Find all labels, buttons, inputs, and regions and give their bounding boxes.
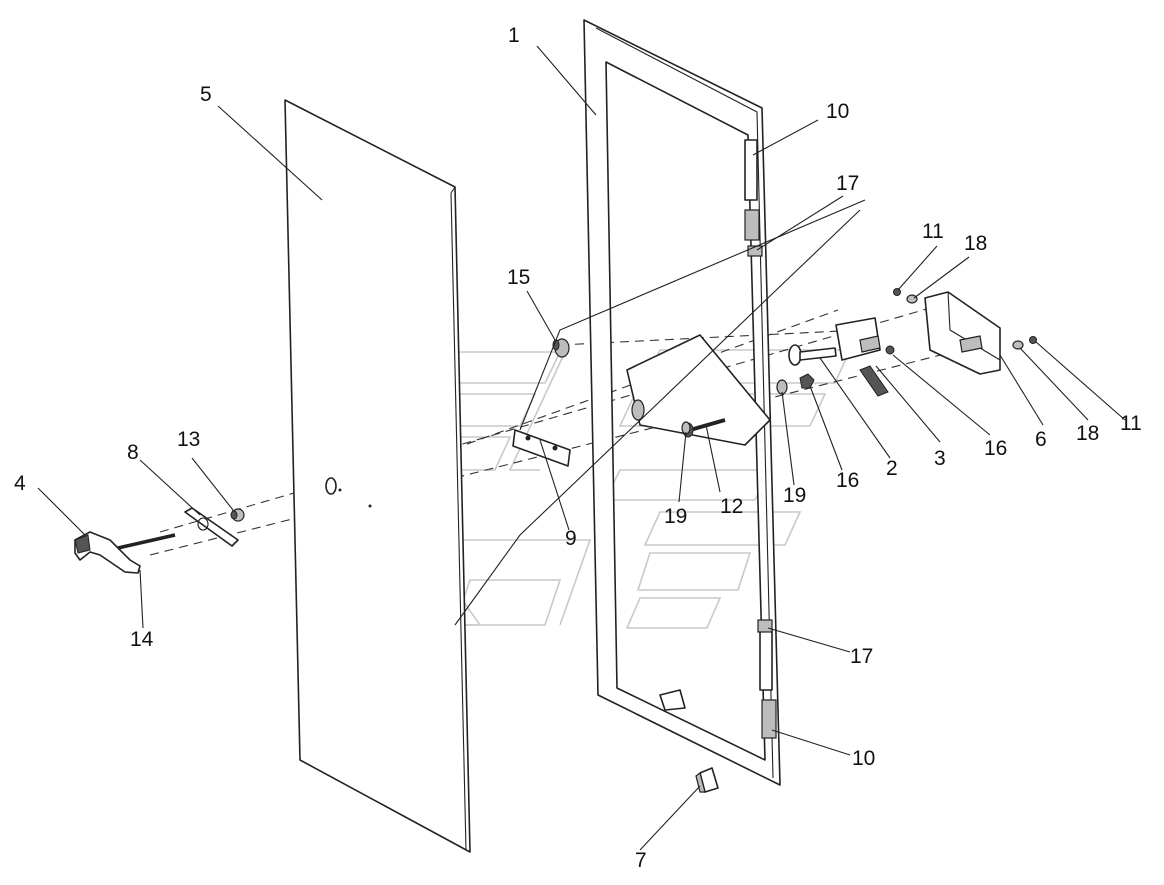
outside-handle (74, 531, 141, 574)
callout-19-left: 19 (664, 505, 687, 528)
callout-4: 4 (14, 472, 26, 495)
callout-11-lower: 11 (1120, 412, 1142, 435)
callout-5: 5 (200, 83, 212, 106)
callout-9: 9 (565, 527, 577, 550)
callout-8: 8 (127, 441, 139, 464)
outside-handle-plate (184, 507, 239, 547)
callout-2: 2 (886, 457, 898, 480)
callout-18-lower: 18 (1076, 422, 1099, 445)
callout-10-upper: 10 (826, 100, 849, 123)
handle-cylinder (230, 508, 245, 522)
callout-14: 14 (130, 628, 154, 651)
lock-strap-plate (512, 429, 571, 467)
lock-cover (924, 291, 1001, 375)
callout-17-lower: 17 (850, 645, 873, 668)
callout-16-left: 16 (836, 469, 859, 492)
callout-1: 1 (508, 24, 520, 47)
callout-15: 15 (507, 266, 530, 289)
callout-13: 13 (177, 428, 200, 451)
door-stop (695, 767, 719, 793)
latch-lever (788, 344, 837, 366)
leader-lines (37, 45, 1126, 851)
callout-12: 12 (720, 495, 743, 518)
callout-3: 3 (934, 447, 946, 470)
callout-10-lower: 10 (852, 747, 875, 770)
handle-shaft (117, 533, 176, 550)
callout-labels: 1 10 17 5 11 18 15 6 18 11 16 3 2 16 13 … (14, 24, 1142, 872)
door-frame (583, 19, 781, 786)
callout-17-upper: 17 (836, 172, 859, 195)
lock-nuts (799, 345, 895, 389)
lock-body (835, 317, 889, 397)
callout-16-right: 16 (984, 437, 1007, 460)
glass-pane (284, 99, 471, 853)
callout-11-upper: 11 (922, 220, 944, 243)
hinge-pin-parts (747, 245, 773, 633)
callout-18-upper: 18 (964, 232, 987, 255)
callout-6: 6 (1035, 428, 1047, 451)
callout-7: 7 (635, 849, 647, 872)
callout-19-right: 19 (783, 484, 806, 507)
